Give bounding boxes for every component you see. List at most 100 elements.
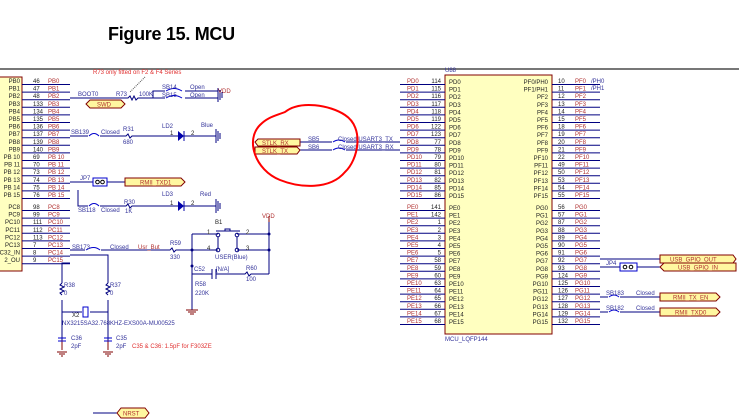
u8-chip bbox=[444, 74, 553, 335]
pin-number: 21 bbox=[558, 147, 565, 153]
mcu-left-block bbox=[0, 76, 23, 272]
ld3-ref: LD3 bbox=[162, 192, 174, 198]
stlk-tx-text: STLK_TX bbox=[262, 149, 288, 155]
pin-number: 9 bbox=[33, 258, 37, 264]
pin-number: 124 bbox=[558, 273, 569, 279]
mcu-pin-label: PB0 bbox=[9, 79, 21, 85]
chip-pin-label: PG5 bbox=[536, 244, 549, 250]
net-name: PF3 bbox=[575, 102, 587, 108]
net-name: PE4 bbox=[407, 235, 419, 241]
net-name: PF7 bbox=[575, 132, 587, 138]
net-name: PG1 bbox=[575, 213, 588, 219]
net-name: PF2 bbox=[575, 94, 587, 100]
net-name: PE15 bbox=[407, 319, 422, 325]
chip-pin-label: PD13 bbox=[449, 179, 465, 185]
rmii-txd1-text: RMII_TXD1 bbox=[140, 181, 172, 187]
chip-pin-label: PD7 bbox=[449, 133, 461, 139]
pin-number: 113 bbox=[33, 235, 43, 241]
boot0-label: BOOT0 bbox=[78, 92, 99, 98]
mcu-pin-label: C32_IN bbox=[0, 251, 20, 257]
net-name: PC11 bbox=[48, 228, 63, 234]
chip-pin-label: PF14 bbox=[534, 186, 549, 192]
chip-pin-label: PG9 bbox=[536, 274, 549, 280]
pin-number: 141 bbox=[431, 205, 442, 211]
pin-number: 112 bbox=[33, 228, 43, 234]
pin-number: 87 bbox=[558, 220, 565, 226]
pin-number: 80 bbox=[434, 163, 441, 169]
pin-number: 14 bbox=[558, 109, 565, 115]
sb173-state: Closed bbox=[110, 245, 129, 251]
net-name: PG0 bbox=[575, 205, 588, 211]
net-name: PC12 bbox=[48, 235, 64, 241]
pin-number: 77 bbox=[434, 140, 441, 146]
chip-pin-label: PD0 bbox=[449, 80, 461, 86]
mcu-pin-label: PB 14 bbox=[4, 185, 21, 191]
r38-ref: R38 bbox=[64, 283, 76, 289]
net-name: PE5 bbox=[407, 243, 419, 249]
chip-pin-label: PF3 bbox=[537, 103, 549, 109]
pin-number: 137 bbox=[33, 132, 44, 138]
chip-pin-label: PE14 bbox=[449, 312, 464, 318]
pin-number: 69 bbox=[33, 155, 40, 161]
pin-number: 76 bbox=[33, 193, 40, 199]
net-name: PG8 bbox=[575, 266, 588, 272]
pg-wire bbox=[600, 258, 660, 313]
chip-pin-label: PG14 bbox=[533, 312, 549, 318]
net-name: PD4 bbox=[407, 109, 419, 115]
pin-number: 1 bbox=[438, 220, 442, 226]
pin-number: 133 bbox=[33, 102, 44, 108]
net-name: PF15 bbox=[575, 193, 590, 199]
pin-number: 46 bbox=[33, 79, 40, 85]
net-name: PB1 bbox=[48, 87, 60, 93]
mcu-pin-label: PB 10 bbox=[4, 155, 21, 161]
usb-gpio-in-text: USB_GPIO_IN bbox=[678, 266, 718, 272]
usart3-rx-label: Closed USART3_RX bbox=[338, 145, 394, 151]
pin-number: 56 bbox=[558, 205, 565, 211]
pin-number: 5 bbox=[438, 251, 442, 257]
pin-number: 127 bbox=[558, 296, 569, 302]
pin-number: 140 bbox=[33, 147, 44, 153]
net-name: PF1 bbox=[575, 87, 587, 93]
sb139-bridge bbox=[88, 133, 100, 137]
pin-number: 78 bbox=[434, 147, 441, 153]
net-name: PD5 bbox=[407, 117, 419, 123]
pin-number: 136 bbox=[33, 125, 44, 131]
r73-ref: R73 bbox=[116, 92, 128, 98]
r38-value: 0 bbox=[64, 291, 68, 297]
u8-ref: U88 bbox=[445, 68, 457, 74]
pin-number: 13 bbox=[558, 102, 565, 108]
net-name: PG2 bbox=[575, 220, 588, 226]
title-divider bbox=[0, 68, 739, 70]
ld2-color: Blue bbox=[201, 123, 214, 129]
net-name: PC14 bbox=[48, 251, 64, 257]
rmii-txd0-net-label bbox=[659, 307, 721, 317]
mcu-pin-label: PB3 bbox=[9, 102, 21, 108]
chip-pin-label: PD12 bbox=[449, 171, 465, 177]
pin-number: 79 bbox=[434, 155, 441, 161]
r73-value: 100K bbox=[139, 92, 153, 98]
pin-number: 117 bbox=[431, 102, 441, 108]
ld2-ref: LD2 bbox=[162, 124, 174, 130]
r59-value: 330 bbox=[170, 255, 181, 261]
r58-value: 220K bbox=[195, 291, 209, 297]
chip-pin-label: PE7 bbox=[449, 259, 461, 265]
net-name: PD0 bbox=[407, 79, 419, 85]
sb183-ref: SB183 bbox=[606, 291, 625, 297]
b1-ref: B1 bbox=[215, 220, 223, 226]
jp7-jumper bbox=[92, 177, 108, 187]
stlk-rx-text: STLK_RX bbox=[262, 141, 289, 147]
pin-number: 111 bbox=[33, 220, 43, 226]
r30-ref: R30 bbox=[124, 200, 136, 206]
net-name: PB2 bbox=[48, 94, 60, 100]
chip-pin-label: PE8 bbox=[449, 267, 461, 273]
pin-number: 15 bbox=[558, 117, 565, 123]
chip-pin-label: PG6 bbox=[536, 252, 549, 258]
chip-pin-label: PF12 bbox=[534, 171, 549, 177]
pin-number: 82 bbox=[434, 178, 441, 184]
b1-pin1: 1 bbox=[207, 230, 211, 236]
pin-number: 85 bbox=[434, 185, 441, 191]
chip-pin-label: PD3 bbox=[449, 103, 461, 109]
nrst-text: NRST bbox=[123, 412, 140, 418]
b1-button-icon[interactable] bbox=[216, 228, 240, 248]
mcu-pin-label: PB 11 bbox=[4, 163, 21, 169]
